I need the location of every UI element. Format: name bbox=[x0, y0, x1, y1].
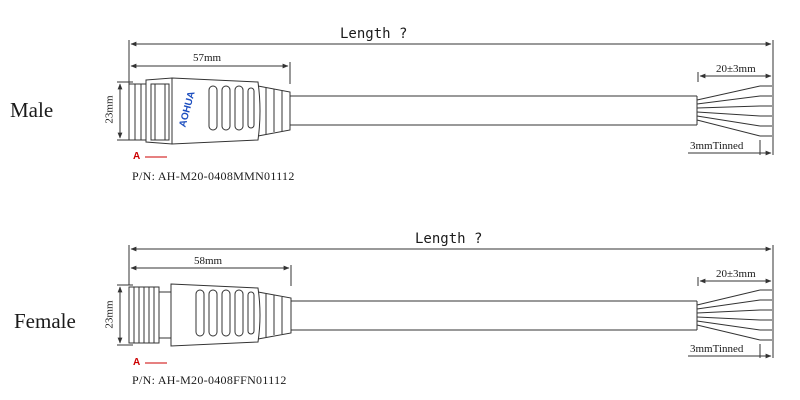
male-diameter-label: 23mm bbox=[103, 95, 116, 124]
female-length-label: Length ? bbox=[415, 231, 483, 247]
male-tinned-ends bbox=[760, 85, 772, 137]
male-grip-housing bbox=[171, 77, 261, 145]
female-tinned-label: 3mmTinned bbox=[690, 343, 744, 355]
female-diameter-label: 23mm bbox=[103, 300, 116, 329]
female-tinned-ends bbox=[760, 289, 772, 341]
female-connector-length-label: 58mm bbox=[194, 255, 223, 267]
female-strip-length-label: 20±3mm bbox=[716, 268, 756, 280]
female-grip-housing bbox=[170, 283, 261, 347]
male-side-label: Male bbox=[10, 98, 54, 122]
male-coupling-nut bbox=[128, 83, 147, 141]
female-collar bbox=[158, 291, 172, 339]
female-part-number: P/N: AH-M20-0408FFN01112 bbox=[132, 373, 287, 387]
male-strip-length-label: 20±3mm bbox=[716, 63, 756, 75]
male-connector-body bbox=[145, 77, 173, 145]
female-side-label: Female bbox=[14, 309, 76, 333]
male-part-number: P/N: AH-M20-0408MMN01112 bbox=[132, 169, 295, 183]
male-cable-assembly bbox=[117, 40, 774, 158]
male-section-mark: A bbox=[133, 151, 141, 162]
male-tinned-label: 3mmTinned bbox=[690, 140, 744, 152]
female-section-mark: A bbox=[133, 357, 141, 368]
male-length-label: Length ? bbox=[340, 26, 408, 42]
female-cable-assembly bbox=[117, 245, 774, 364]
female-wire-fanout bbox=[696, 289, 761, 341]
male-wire-fanout bbox=[696, 85, 761, 137]
male-connector-length-label: 57mm bbox=[193, 52, 222, 64]
